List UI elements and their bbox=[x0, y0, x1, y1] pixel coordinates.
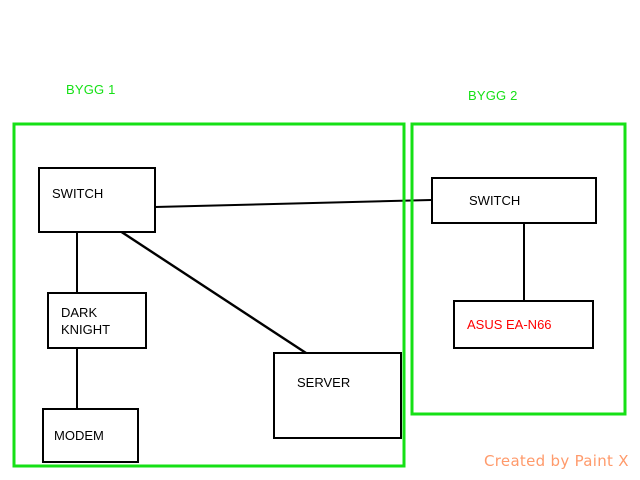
node-switch-bygg1[interactable]: SWITCH bbox=[38, 167, 156, 233]
zone-label-bygg1: BYGG 1 bbox=[66, 82, 116, 97]
zone-label-bygg2: BYGG 2 bbox=[468, 88, 518, 103]
watermark-created-by: Created by Paint X bbox=[484, 452, 629, 470]
connector-group bbox=[76, 199, 525, 408]
node-asus-ea-n66[interactable]: ASUS EA-N66 bbox=[453, 300, 594, 349]
connector-switch1-switch2 bbox=[154, 199, 432, 208]
node-label-modem: MODEM bbox=[54, 428, 104, 443]
node-label-server: SERVER bbox=[297, 375, 351, 390]
node-server[interactable]: SERVER bbox=[273, 352, 402, 439]
node-modem[interactable]: MODEM bbox=[42, 408, 139, 463]
node-switch-bygg2[interactable]: SWITCH bbox=[431, 177, 597, 224]
node-label-switch-bygg1: SWITCH bbox=[52, 185, 104, 201]
node-dark-knight[interactable]: DARK KNIGHT bbox=[47, 292, 147, 349]
zone-border-bygg2 bbox=[410, 122, 627, 416]
node-label-switch-bygg2: SWITCH bbox=[469, 193, 521, 208]
connector-switch1-server bbox=[119, 229, 307, 355]
zone-border-group bbox=[12, 122, 627, 468]
node-label-dark-knight: DARK KNIGHT bbox=[61, 304, 111, 337]
zone-border-bygg1 bbox=[12, 122, 406, 468]
node-label-asus-ea-n66: ASUS EA-N66 bbox=[467, 317, 552, 332]
